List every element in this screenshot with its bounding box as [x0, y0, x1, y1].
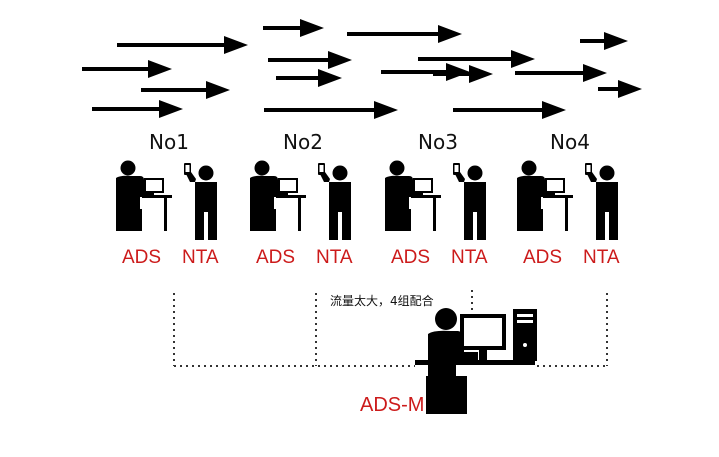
desk — [415, 360, 535, 365]
arrow-icon — [268, 51, 352, 69]
arrow-icon — [347, 25, 462, 43]
person-with-phone-icon — [184, 163, 217, 240]
group-title: No4 — [550, 130, 590, 154]
arrow-icon — [263, 19, 324, 37]
arrow-icon — [580, 32, 628, 50]
arrow-icon — [598, 80, 642, 98]
role-nta: NTA — [182, 247, 219, 268]
person-with-phone-icon — [585, 163, 618, 240]
arrow-icon — [433, 65, 493, 83]
computer-tower-icon — [513, 309, 537, 361]
role-nta: NTA — [583, 247, 620, 268]
role-ads: ADS — [523, 247, 563, 268]
center-label: ADS-M — [360, 394, 425, 416]
arrow-icon — [264, 101, 398, 119]
analyst-at-desk-icon — [385, 160, 441, 231]
groups — [116, 160, 618, 240]
role-nta: NTA — [316, 247, 353, 268]
role-ads: ADS — [122, 247, 162, 268]
analyst-m-icon — [426, 308, 478, 414]
person-with-phone-icon — [453, 163, 486, 240]
arrow-icon — [276, 69, 342, 87]
arrow-icon — [141, 81, 230, 99]
arrow-icon — [418, 50, 535, 68]
analyst-at-desk-icon — [517, 160, 573, 231]
group-title: No2 — [283, 130, 323, 154]
analyst-at-desk-icon — [116, 160, 172, 231]
arrow-icon — [453, 101, 566, 119]
person-with-phone-icon — [318, 163, 351, 240]
group-title: No3 — [418, 130, 458, 154]
role-nta: NTA — [451, 247, 488, 268]
central-workstation — [415, 308, 537, 414]
arrow-icon — [515, 64, 607, 82]
center-note: 流量太大，4组配合 — [330, 294, 434, 308]
dotted-connectors — [173, 290, 608, 367]
traffic-arrows — [82, 19, 642, 119]
role-ads: ADS — [391, 247, 431, 268]
group-title: No1 — [149, 130, 189, 154]
arrow-icon — [117, 36, 248, 54]
arrow-icon — [82, 60, 172, 78]
analyst-at-desk-icon — [250, 160, 306, 231]
arrow-icon — [92, 100, 183, 118]
role-ads: ADS — [256, 247, 296, 268]
